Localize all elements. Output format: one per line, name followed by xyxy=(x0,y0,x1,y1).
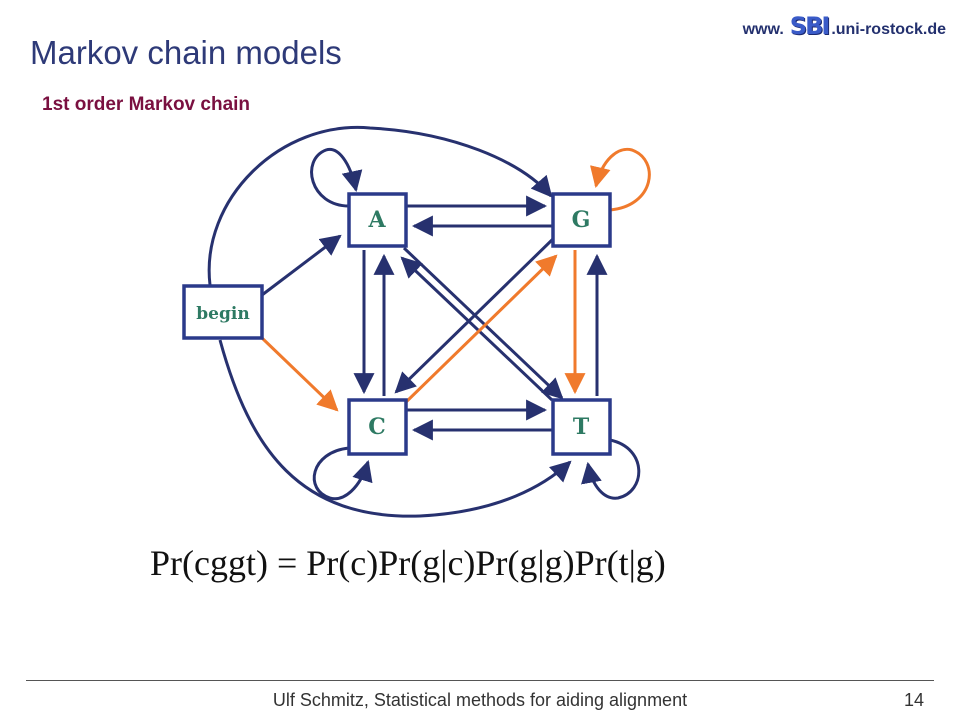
edge-begin-g xyxy=(207,125,553,286)
node-g: G xyxy=(551,192,612,248)
edge-a-t xyxy=(402,246,564,400)
edge-begin-c xyxy=(260,336,339,412)
sbi-logo[interactable]: www. SBI .uni-rostock.de xyxy=(743,10,946,50)
edge-g-g xyxy=(590,147,651,212)
logo-suffix: .uni-rostock.de xyxy=(831,21,946,38)
node-g-label: G xyxy=(572,207,591,233)
node-t-label: T xyxy=(573,414,590,440)
probability-formula: Pr(cggt) = Pr(c)Pr(g|c)Pr(g|g)Pr(t|g) xyxy=(150,543,666,583)
logo-prefix: www. xyxy=(742,21,784,38)
edge-begin-t xyxy=(218,339,572,518)
edge-t-a xyxy=(400,256,554,402)
page-number: 14 xyxy=(903,690,924,710)
edge-t-t xyxy=(581,438,641,500)
edge-g-c xyxy=(394,236,556,394)
node-c: C xyxy=(347,398,408,456)
node-begin: begin xyxy=(182,284,264,340)
edge-c-c xyxy=(312,446,373,501)
node-c-label: C xyxy=(368,414,386,440)
node-a: A xyxy=(347,192,408,248)
footer-divider xyxy=(26,680,934,681)
edge-c-g xyxy=(402,254,558,406)
node-a-label: A xyxy=(367,207,386,233)
slide-title: Markov chain models xyxy=(30,34,342,71)
footer-text: Ulf Schmitz, Statistical methods for aid… xyxy=(272,690,688,710)
edge-a-a xyxy=(310,147,363,208)
sbi-logo-mark: SBI xyxy=(789,12,830,40)
node-begin-label: begin xyxy=(196,304,249,324)
node-t: T xyxy=(551,398,612,456)
edge-begin-a xyxy=(261,234,342,297)
slide-subtitle: 1st order Markov chain xyxy=(42,94,251,115)
